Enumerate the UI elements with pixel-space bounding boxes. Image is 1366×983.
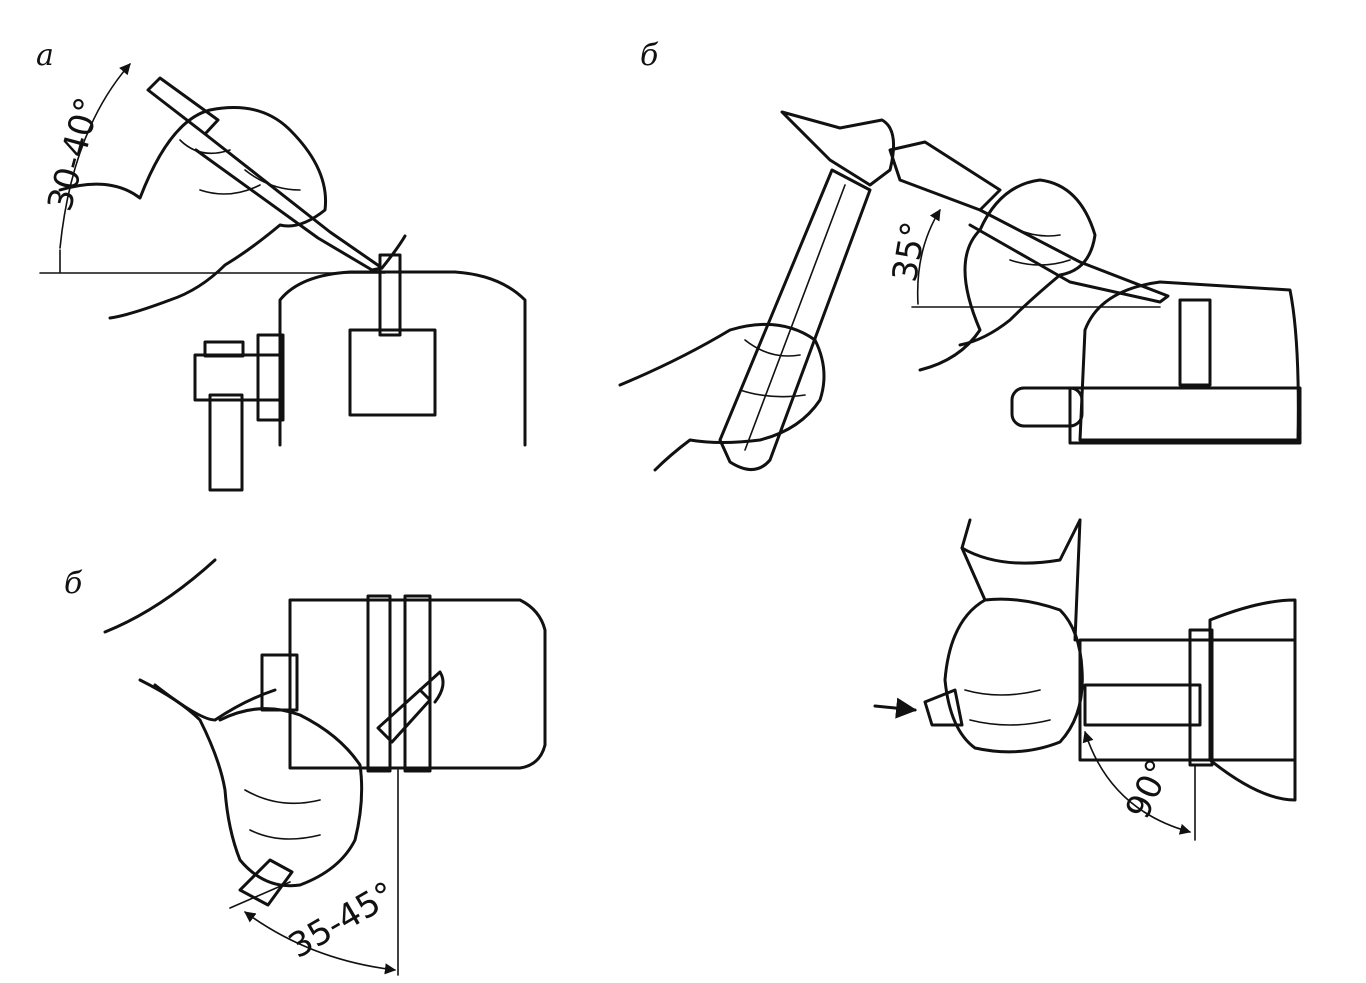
hand-b-chisel xyxy=(918,178,1097,372)
panel-a-drawing xyxy=(39,63,527,492)
angle-arc-b xyxy=(916,209,941,305)
angle-arc-c xyxy=(244,911,397,975)
vise-body-d xyxy=(1078,638,1297,762)
workpiece-a xyxy=(378,253,402,337)
workpiece-c xyxy=(403,594,432,773)
vise-screw-b xyxy=(1010,386,1084,428)
vise-body-a xyxy=(278,270,527,447)
vise-screw-a xyxy=(193,353,282,402)
vise-handle-a xyxy=(208,393,244,492)
hand-c xyxy=(138,678,364,888)
panel-c-label: б xyxy=(64,566,83,601)
workpiece-d xyxy=(1083,683,1202,727)
vise-body-b xyxy=(1078,280,1300,442)
force-arrow xyxy=(873,697,918,719)
hand-b-hammer xyxy=(618,322,826,472)
workpiece-b xyxy=(1178,298,1212,387)
panel-c-drawing xyxy=(103,558,547,976)
vise-body-c xyxy=(288,598,547,770)
panel-d-drawing xyxy=(873,518,1297,841)
angle-arc-a xyxy=(59,63,131,249)
hammer-head xyxy=(780,110,896,187)
hand-d xyxy=(943,597,1084,754)
angle-arc-d xyxy=(1082,730,1192,835)
panel-b-label: б xyxy=(640,38,659,73)
hand-a xyxy=(58,106,328,320)
hammer-handle xyxy=(718,168,872,471)
panel-a-label: а xyxy=(36,38,54,73)
panel-b-drawing xyxy=(618,110,1302,472)
